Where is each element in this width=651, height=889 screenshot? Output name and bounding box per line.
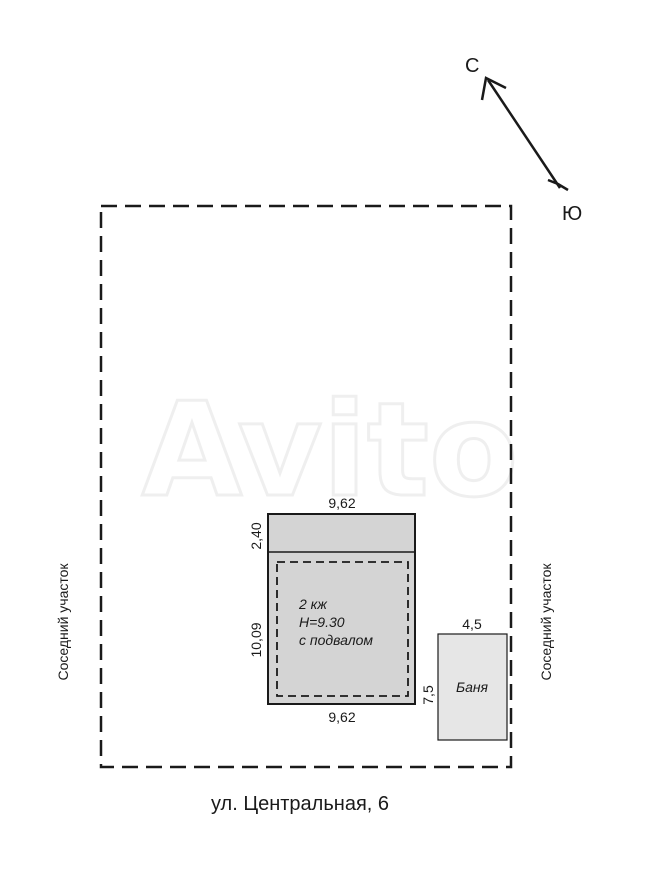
right-neighbor-label: Соседний участок — [538, 563, 554, 681]
bathhouse-label: Баня — [456, 679, 489, 695]
bathhouse-width-label: 4,5 — [462, 616, 482, 632]
plot-boundary — [99, 204, 513, 769]
house-depth-label: 10,09 — [248, 622, 264, 657]
compass-north-label: С — [465, 55, 479, 77]
house-width-top: 9,62 — [328, 495, 355, 511]
house-height-label: Н=9.30 — [299, 614, 345, 630]
house-basement-label: с подвалом — [299, 632, 373, 648]
house-floors-label: 2 кж — [298, 596, 328, 612]
house-outline — [267, 513, 416, 705]
left-neighbor-label: Соседний участок — [55, 563, 71, 681]
porch-depth-label: 2,40 — [248, 522, 264, 549]
bathhouse — [437, 633, 508, 741]
house-width-bottom: 9,62 — [328, 709, 355, 725]
compass-south-label: Ю — [562, 203, 582, 225]
basement-outline — [276, 561, 409, 697]
watermark: Avito — [142, 374, 519, 526]
compass-arrow-icon — [480, 76, 569, 192]
bathhouse-depth-label: 7,5 — [420, 685, 436, 705]
street-address: ул. Центральная, 6 — [210, 793, 390, 815]
house — [267, 513, 416, 705]
